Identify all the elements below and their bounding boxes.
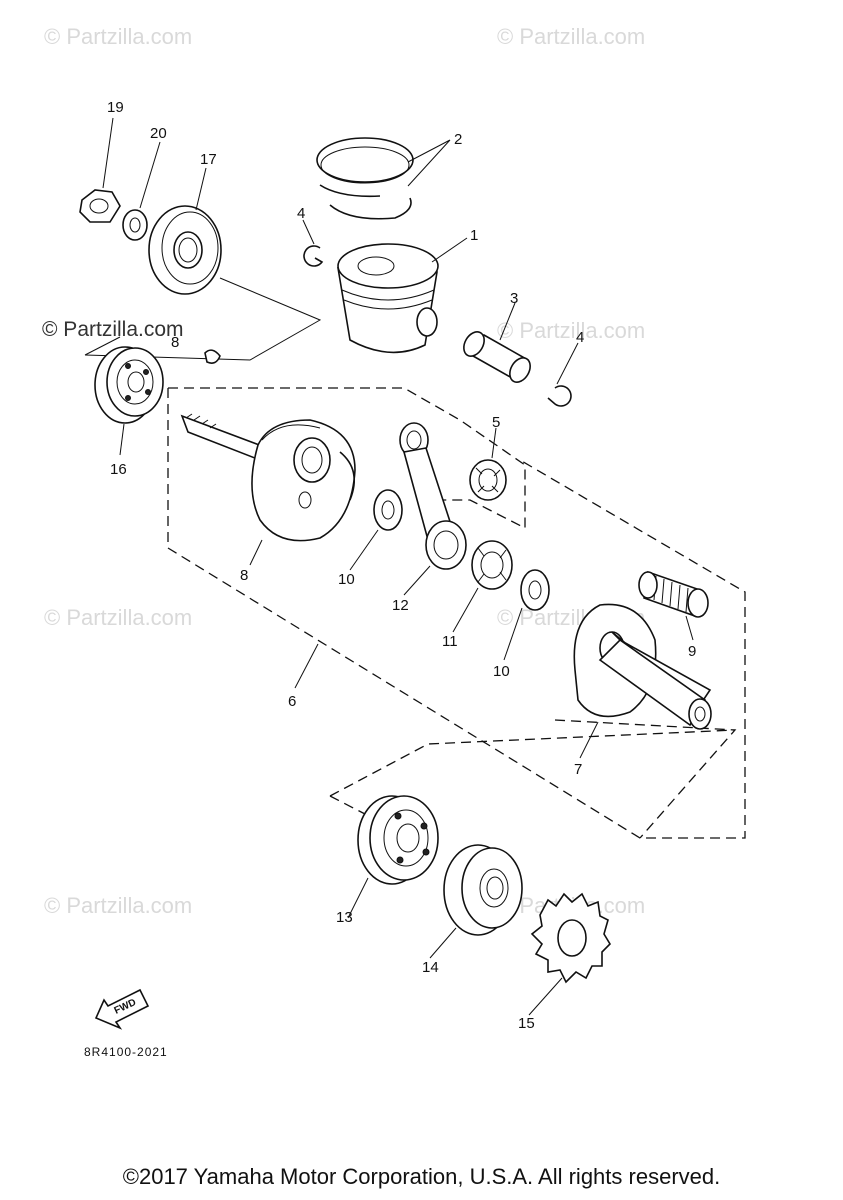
watermark: © Partzilla.com (42, 318, 184, 341)
part-number: 9 (688, 643, 696, 660)
crank-half-right-7 (573, 603, 712, 730)
part-number: 20 (150, 125, 167, 142)
assembly-outline-upper (84, 277, 322, 361)
nut-19 (79, 189, 121, 223)
piston-rings-2 (316, 137, 414, 220)
watermark: © Partzilla.com (44, 24, 193, 49)
part-number: 8 (240, 567, 248, 584)
part-number: 15 (518, 1015, 535, 1032)
watermark: © Partzilla.com (497, 318, 646, 343)
part-number: 10 (493, 663, 510, 680)
piston-pin-3 (463, 331, 531, 383)
oil-seal-17 (148, 205, 222, 295)
part-number: 5 (492, 414, 500, 431)
bearing-16 (94, 346, 164, 424)
part-number: 16 (110, 461, 127, 478)
crank-pin-9 (638, 570, 709, 618)
crank-half-left-8 (180, 413, 356, 542)
part-number-labels: 19 20 17 2 4 1 3 4 8 5 16 8 10 12 11 10 … (107, 99, 696, 1032)
part-number: 1 (470, 227, 478, 244)
part-number: 11 (442, 633, 458, 650)
part-number: 2 (454, 131, 462, 148)
part-number: 3 (510, 290, 518, 307)
thrust-washer-10a (373, 489, 403, 531)
part-number: 19 (107, 99, 124, 116)
diagram-code: 8R4100-2021 (84, 1045, 168, 1059)
piston-pin-clip-4b (547, 385, 572, 407)
watermark: © Partzilla.com (44, 605, 193, 630)
part-number: 4 (297, 205, 305, 222)
piston-1 (337, 243, 439, 354)
part-number: 17 (200, 151, 217, 168)
part-number: 12 (392, 597, 409, 614)
woodruff-key-8 (204, 349, 221, 364)
fwd-arrow-icon: FWD (94, 988, 150, 1030)
part-number: 4 (576, 329, 584, 346)
assembly-outline-lower (329, 729, 736, 815)
watermark: © Partzilla.com (497, 24, 646, 49)
part-number: 8 (171, 334, 179, 351)
needle-bearing-5 (469, 459, 507, 501)
needle-bearing-11 (471, 540, 513, 590)
part-number: 10 (338, 571, 355, 588)
leader-lines (102, 117, 694, 1016)
part-number: 14 (422, 959, 439, 976)
part-number: 6 (288, 693, 296, 710)
piston-pin-clip-4a (303, 245, 324, 267)
connecting-rod-12 (399, 422, 467, 570)
gear-15 (530, 892, 612, 984)
part-number: 7 (574, 761, 582, 778)
thrust-washer-10b (520, 569, 550, 611)
part-number: 13 (336, 909, 353, 926)
oil-seal-14 (443, 844, 523, 936)
washer-20 (122, 209, 148, 241)
copyright-notice: ©2017 Yamaha Motor Corporation, U.S.A. A… (122, 1164, 721, 1189)
bearing-13 (357, 795, 439, 885)
watermark: © Partzilla.com (44, 893, 193, 918)
